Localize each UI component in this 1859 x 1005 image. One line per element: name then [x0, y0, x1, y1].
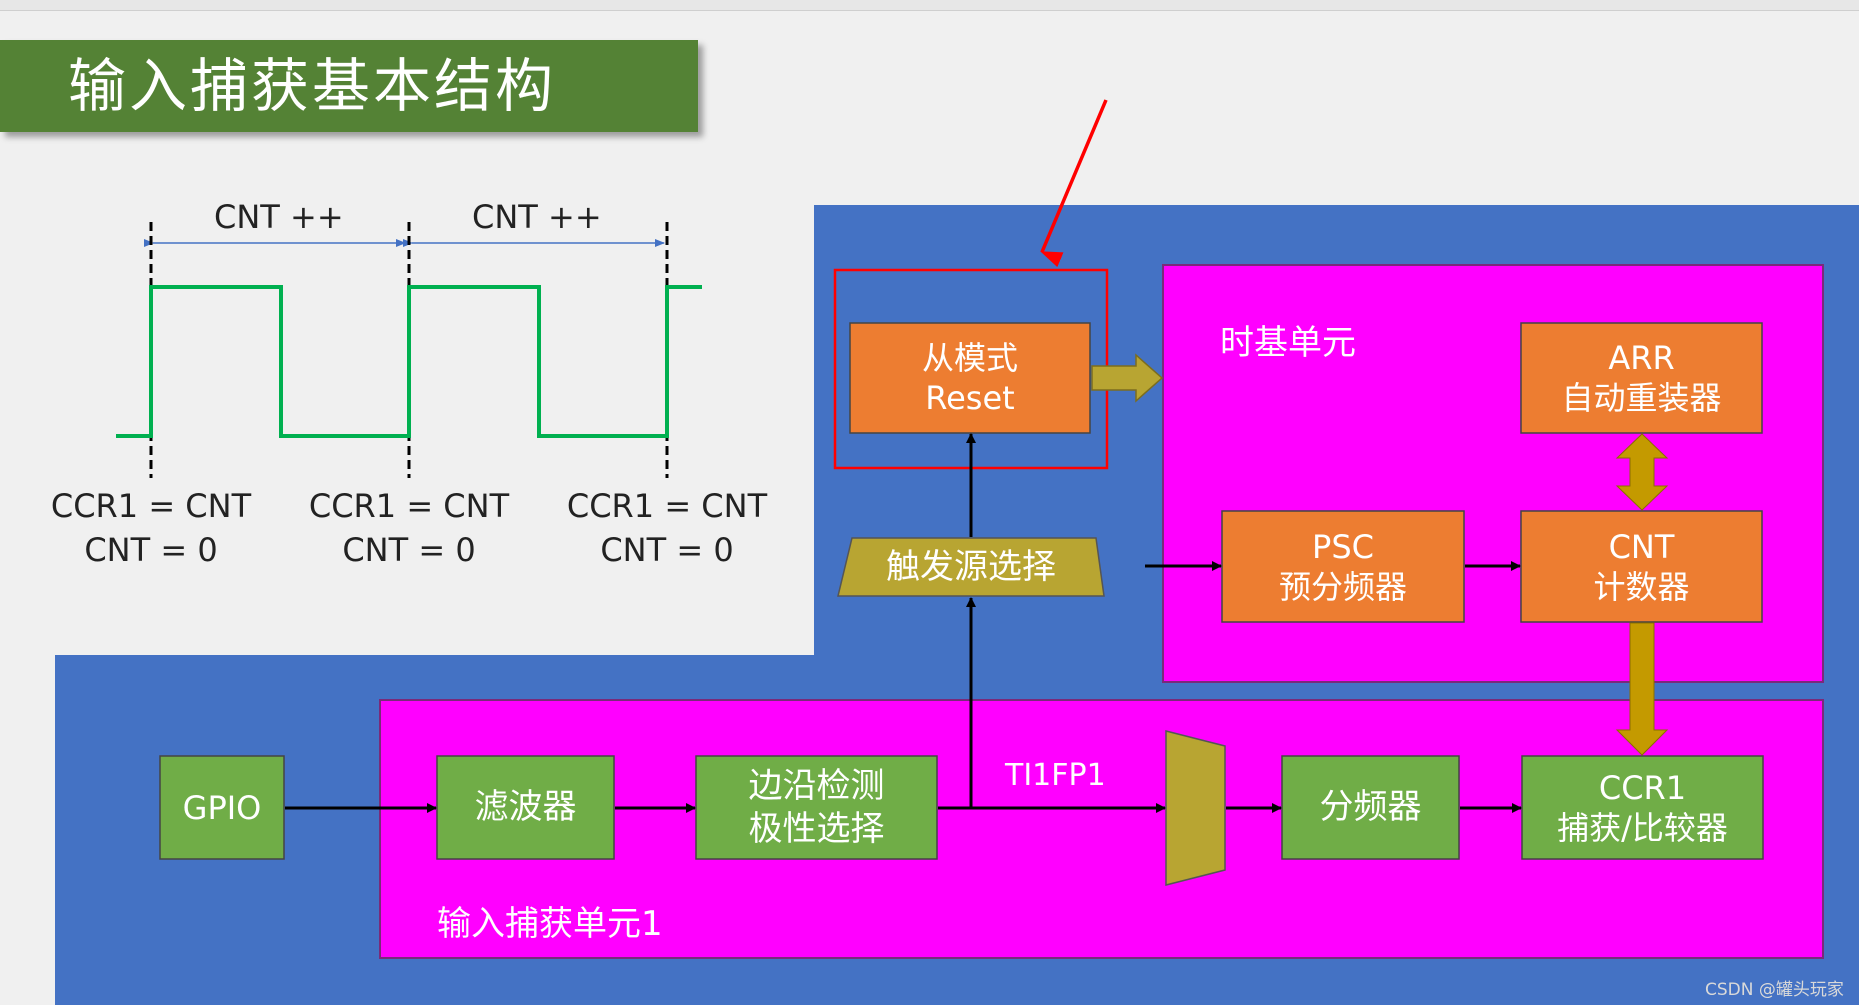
time-base-label: 时基单元	[1220, 323, 1356, 363]
slave-mode-label: 从模式 Reset	[850, 323, 1090, 433]
cnt-box	[1520, 510, 1763, 623]
psc-line2: 预分频器	[1278, 567, 1407, 606]
capture-label-2-line2: CNT = 0	[342, 531, 476, 569]
capture-label-1-line2: CNT = 0	[84, 531, 218, 569]
cnt-label: CNT 计数器	[1521, 511, 1762, 622]
input-capture-unit-label: 输入捕获单元1	[437, 904, 663, 944]
edge-line1: 边沿检测	[748, 766, 885, 806]
annotation-arrow	[1040, 99, 1108, 268]
slave-mode-line2: Reset	[925, 379, 1015, 417]
gpio-text: GPIO	[182, 788, 262, 827]
capture-label-3-line1: CCR1 = CNT	[566, 487, 768, 525]
edge-detect-box	[695, 755, 938, 860]
psc-label: PSC 预分频器	[1222, 511, 1464, 622]
capture-label-1: CCR1 = CNT CNT = 0	[21, 484, 281, 572]
mux-shape	[1165, 730, 1226, 886]
gpio-label: GPIO	[160, 756, 284, 859]
trigger-select-box	[837, 537, 1105, 597]
slave-mode-box	[849, 322, 1091, 434]
ccr1-label: CCR1 捕获/比较器	[1522, 756, 1763, 859]
cnt-line1: CNT	[1608, 527, 1675, 566]
reset-signal-arrow	[1091, 353, 1164, 403]
filter-label: 滤波器	[437, 756, 614, 859]
prescaler-label: 分频器	[1282, 756, 1459, 859]
prescaler-text: 分频器	[1319, 787, 1422, 828]
prescaler-box	[1281, 755, 1460, 860]
slave-mode-line1: 从模式	[921, 339, 1018, 377]
cnt-ccr1-arrow	[1615, 622, 1669, 756]
trigger-select-label: 触发源选择	[838, 538, 1104, 596]
arr-label: ARR 自动重装器	[1521, 323, 1762, 433]
filter-box	[436, 755, 615, 860]
edge-detect-label: 边沿检测 极性选择	[696, 756, 937, 859]
watermark: CSDN @罐头玩家	[1705, 980, 1844, 1000]
ti1fp1-label: TI1FP1	[1005, 758, 1106, 793]
cnt-increment-label-1: CNT ++	[214, 198, 344, 236]
trigger-select-text: 触发源选择	[886, 546, 1056, 587]
capture-label-3: CCR1 = CNT CNT = 0	[537, 484, 797, 572]
title-banner: 输入捕获基本结构	[0, 40, 698, 132]
filter-text: 滤波器	[474, 787, 577, 828]
capture-label-1-line1: CCR1 = CNT	[50, 487, 252, 525]
gpio-box	[159, 755, 285, 860]
page-title: 输入捕获基本结构	[68, 52, 557, 120]
top-border	[0, 0, 1859, 11]
arr-box	[1520, 322, 1763, 434]
square-waveform	[116, 285, 702, 438]
ccr1-box	[1521, 755, 1764, 860]
ccr1-line1: CCR1	[1598, 768, 1687, 807]
arr-line1: ARR	[1608, 339, 1675, 377]
psc-box	[1221, 510, 1465, 623]
psc-line1: PSC	[1312, 527, 1374, 566]
ccr1-line2: 捕获/比较器	[1557, 808, 1728, 847]
capture-label-2: CCR1 = CNT CNT = 0	[279, 484, 539, 572]
cnt-line2: 计数器	[1593, 567, 1690, 606]
arr-line2: 自动重装器	[1561, 379, 1722, 417]
capture-label-2-line1: CCR1 = CNT	[308, 487, 510, 525]
cnt-increment-label-2: CNT ++	[472, 198, 602, 236]
capture-label-3-line2: CNT = 0	[600, 531, 734, 569]
arr-cnt-double-arrow	[1615, 433, 1669, 511]
edge-line2: 极性选择	[748, 808, 885, 849]
